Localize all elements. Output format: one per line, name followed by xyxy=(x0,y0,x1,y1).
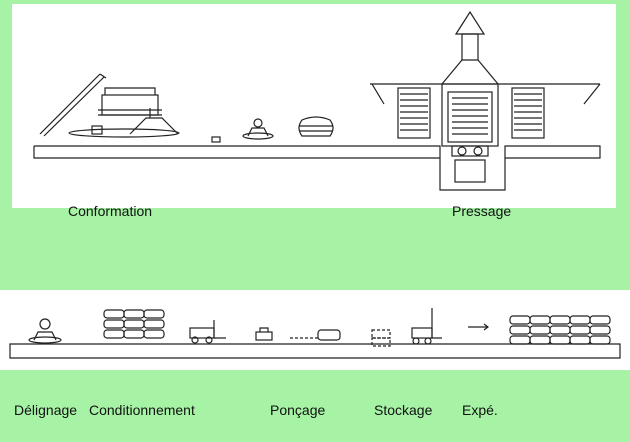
stack-conditioning xyxy=(103,309,165,339)
sanding-line xyxy=(255,327,341,341)
label-pressage: Pressage xyxy=(452,203,512,219)
top-floor xyxy=(33,145,601,191)
label-expe: Expé. xyxy=(462,402,498,418)
mould-object xyxy=(242,118,274,140)
forklift-1 xyxy=(189,320,226,344)
label-poncage: Ponçage xyxy=(270,402,326,418)
label-conditionnement: Conditionnement xyxy=(89,402,195,418)
drum-object xyxy=(298,116,334,137)
forming-station xyxy=(68,87,221,143)
stack-shipping xyxy=(509,315,611,345)
press-machine xyxy=(370,10,601,183)
flow-arrow xyxy=(468,323,489,331)
bottom-floor xyxy=(9,343,621,359)
storage-stack xyxy=(371,308,442,347)
label-delignage: Délignage xyxy=(14,402,78,418)
inclined-conveyor xyxy=(39,73,107,137)
trimming-machine xyxy=(28,318,62,344)
label-stockage: Stockage xyxy=(374,402,433,418)
label-conformation: Conformation xyxy=(68,203,153,219)
